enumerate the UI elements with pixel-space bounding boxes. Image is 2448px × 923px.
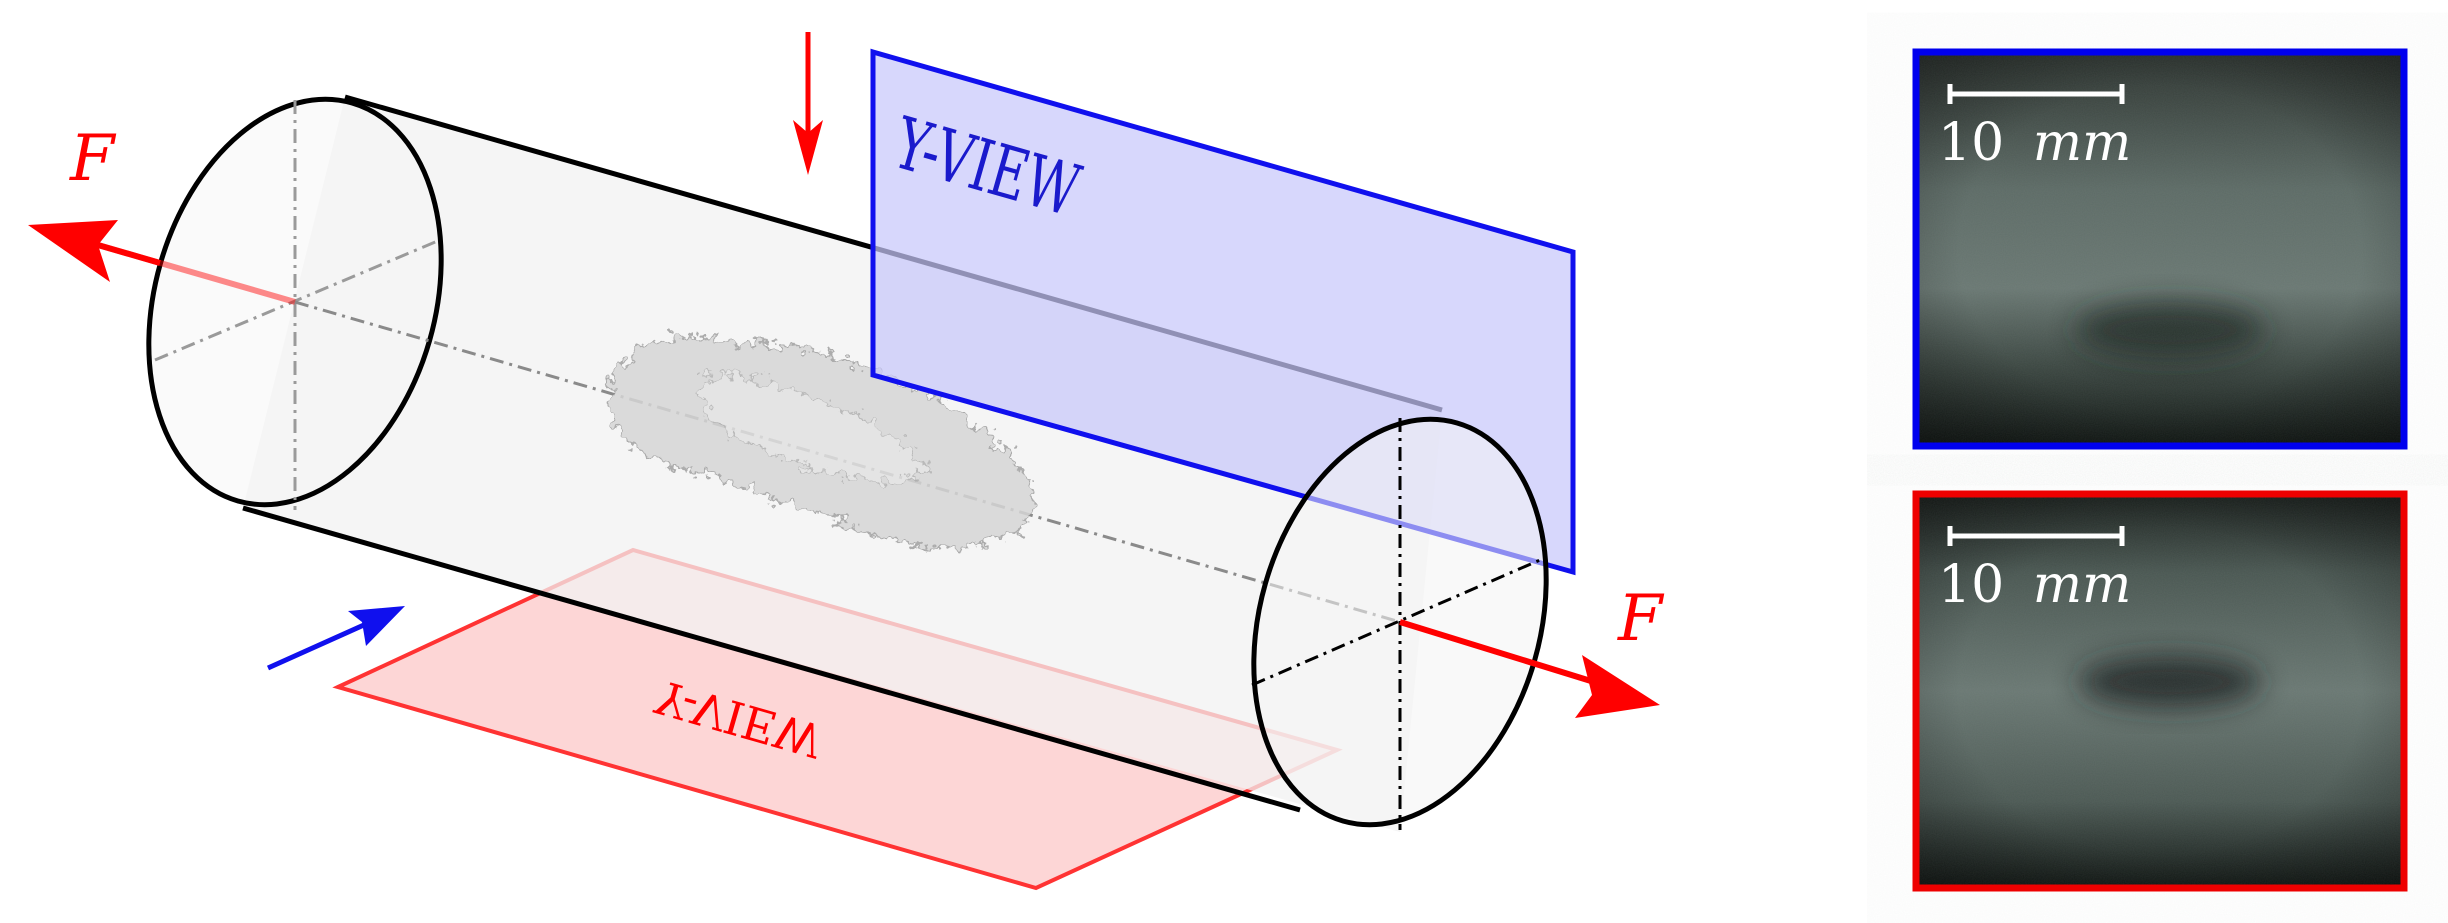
scale-unit-bottom: mm [2033,555,2132,615]
svg-text:10 mm: 10 mm [1938,555,2131,615]
lower-plane: Y-VIEW [332,547,1343,891]
photo-bottom: 10 mm [1912,490,2408,892]
scale-bar-top [1947,84,2125,104]
scale-unit-top: mm [2033,113,2132,173]
svg-text:10 mm: 10 mm [1938,113,2131,173]
crack-cloud [607,334,1034,548]
cylinder-axis [294,300,1401,624]
scale-bar-bottom [1947,526,2125,546]
x-view-direction-arrow [266,606,405,671]
y-view-direction-arrow [793,32,823,175]
force-arrow-right [1399,619,1660,718]
left-face-horizontal-axis [154,238,441,362]
photo-bottom-frame [1912,490,2408,892]
scale-number-top: 10 [1938,113,2004,173]
force-arrow-left [28,220,296,305]
force-label-left: F [69,122,117,196]
photo-top: 10 mm [1912,48,2408,450]
scale-number-bottom: 10 [1938,555,2004,615]
photo-top-frame [1912,48,2408,450]
force-label-right: F [1617,582,1665,656]
